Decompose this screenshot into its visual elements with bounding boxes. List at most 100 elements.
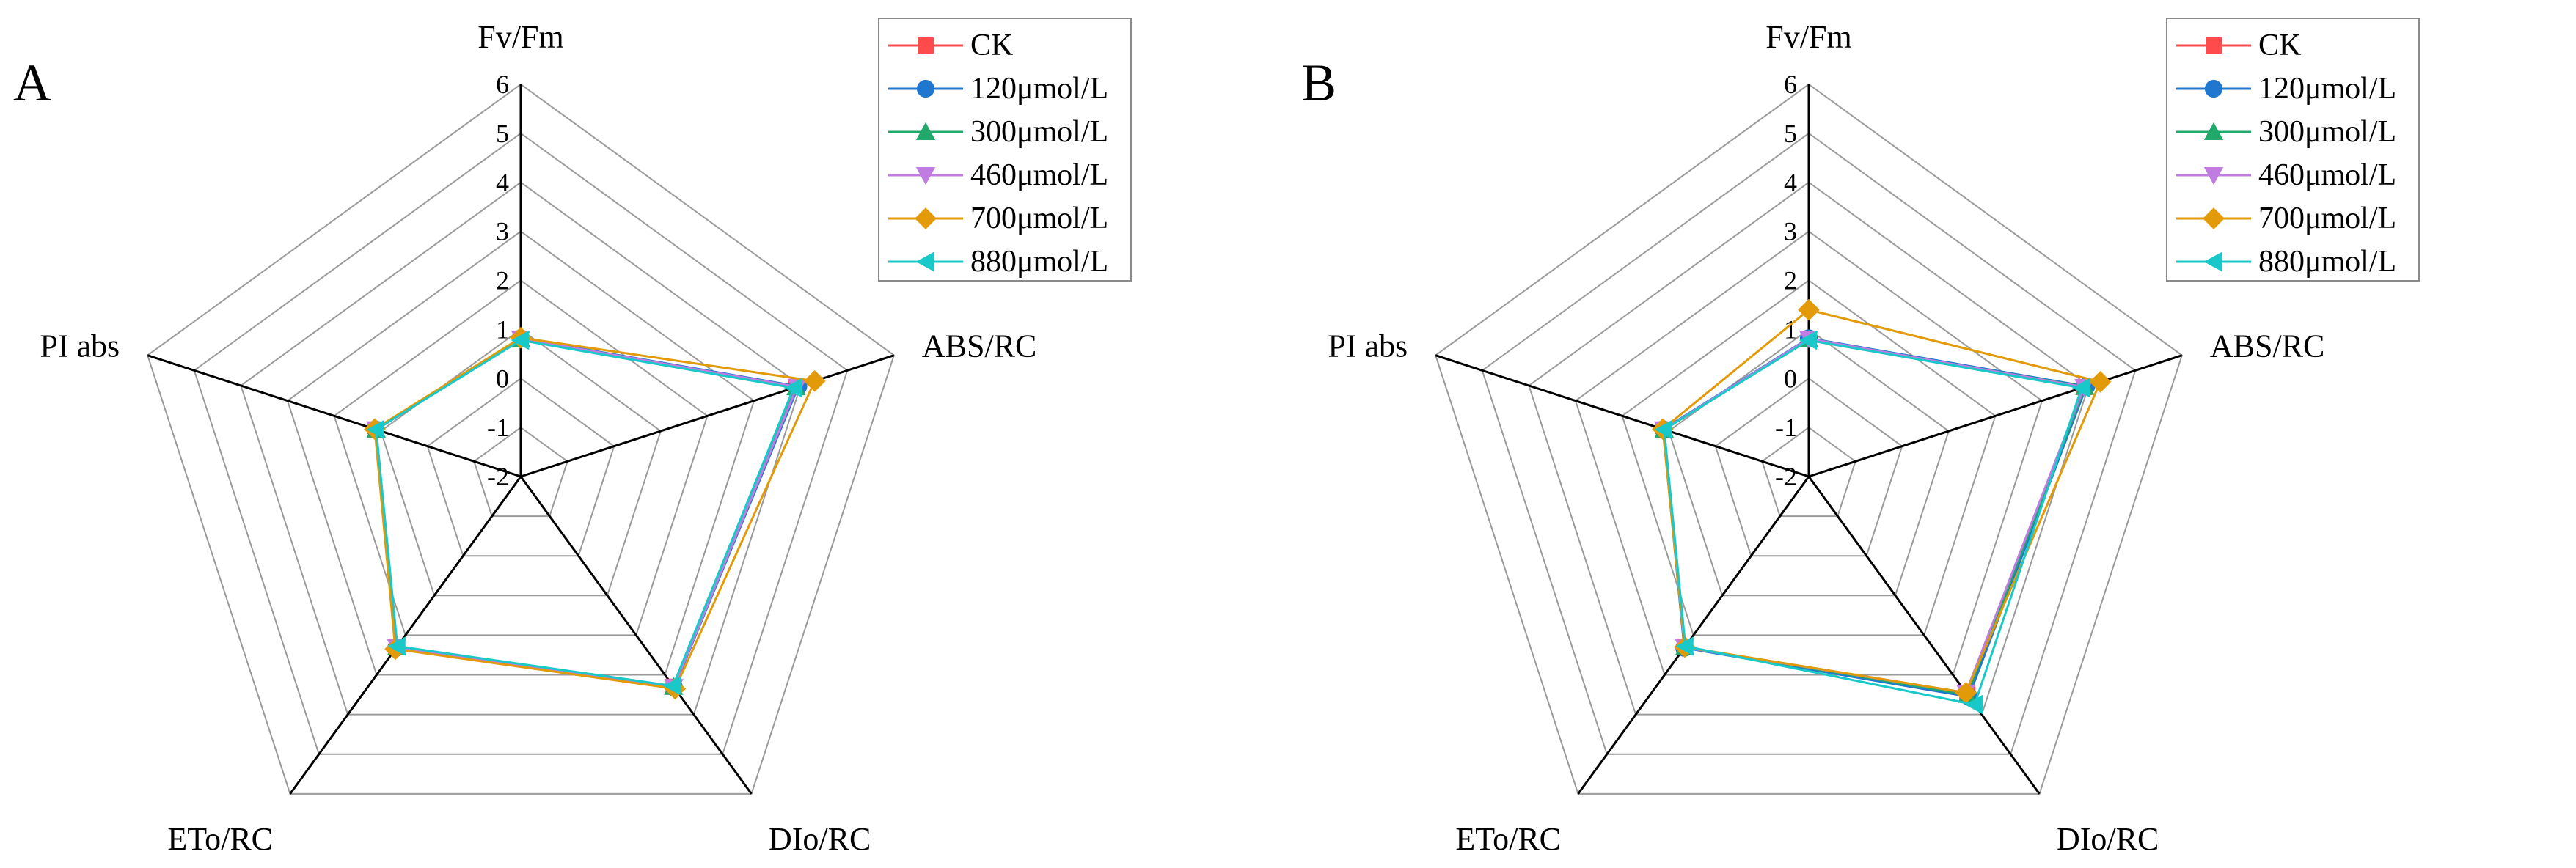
legend-item: 120μmol/L xyxy=(2167,67,2418,110)
tick-label: 5 xyxy=(496,119,509,148)
data-point xyxy=(366,419,384,440)
grid-ring xyxy=(1714,378,1903,557)
legend-swatch xyxy=(2176,37,2251,54)
grid-ring xyxy=(1668,328,1950,597)
legend: CK 120μmol/L 300μmol/L 460μmol/L 700μmol/L 88… xyxy=(2166,18,2420,282)
legend-swatch xyxy=(2176,207,2251,229)
legend: CK 120μmol/L 300μmol/L 460μmol/L 700μmol/L 88… xyxy=(878,18,1132,282)
data-point xyxy=(1964,694,1983,715)
legend-label: 700μmol/L xyxy=(2258,201,2397,235)
axis-label: ETo/RC xyxy=(1455,821,1561,857)
legend-item: 300μmol/L xyxy=(2167,110,2418,153)
legend-label: CK xyxy=(970,28,1014,62)
series-line xyxy=(1663,339,2084,706)
legend-label: 460μmol/L xyxy=(970,158,1109,192)
legend-label: 120μmol/L xyxy=(970,71,1109,106)
legend-swatch xyxy=(888,251,963,271)
legend-item: 300μmol/L xyxy=(879,110,1130,153)
series-line xyxy=(373,336,816,691)
axis-label: ETo/RC xyxy=(167,821,273,857)
tick-label: 3 xyxy=(496,217,509,246)
data-point xyxy=(1955,682,1977,704)
legend-label: 880μmol/L xyxy=(2258,244,2397,279)
legend-label: 880μmol/L xyxy=(970,244,1109,279)
legend-item: 880μmol/L xyxy=(2167,240,2418,283)
tick-label: 2 xyxy=(496,266,509,295)
data-point xyxy=(783,378,802,398)
axis-spoke xyxy=(1435,354,1810,478)
legend-swatch xyxy=(2176,166,2251,185)
series-line xyxy=(1661,308,2102,694)
grid-ring xyxy=(240,181,802,716)
data-point xyxy=(1799,330,1817,350)
tick-label: 2 xyxy=(1784,266,1797,295)
axis-spoke xyxy=(289,476,522,795)
tick-label: 4 xyxy=(496,168,509,197)
series-line xyxy=(1663,338,2087,696)
legend-swatch xyxy=(2176,122,2251,140)
axis-spoke xyxy=(1577,476,1810,795)
tick-label: -1 xyxy=(1775,413,1797,442)
data-point xyxy=(663,676,681,696)
axis-spoke xyxy=(519,476,753,795)
grid-ring xyxy=(1435,83,2183,795)
axis-label: PI abs xyxy=(1328,328,1408,364)
legend-item: CK xyxy=(879,23,1130,67)
axis-spoke xyxy=(1808,354,2183,478)
legend-swatch xyxy=(2176,79,2251,98)
legend-swatch xyxy=(888,166,963,185)
tick-label: -2 xyxy=(487,462,509,491)
legend-label: 120μmol/L xyxy=(2258,71,2397,106)
grid-ring xyxy=(1761,426,1856,518)
tick-label: -2 xyxy=(1775,462,1797,491)
axis-spoke xyxy=(520,354,895,478)
legend-item: 880μmol/L xyxy=(879,240,1130,283)
tick-label: 3 xyxy=(1784,217,1797,246)
data-point xyxy=(1798,298,1820,321)
tick-label: 1 xyxy=(496,315,509,344)
legend-label: CK xyxy=(2258,28,2302,62)
series-line xyxy=(1663,338,2086,696)
data-point xyxy=(2071,378,2090,398)
tick-label: 0 xyxy=(1784,364,1797,393)
axis-label: DIo/RC xyxy=(769,821,871,857)
grid-ring xyxy=(147,83,895,795)
legend-item: 120μmol/L xyxy=(879,67,1130,110)
legend-swatch xyxy=(2176,251,2251,271)
legend-swatch xyxy=(888,122,963,140)
tick-label: 6 xyxy=(496,70,509,99)
axis-label: PI abs xyxy=(40,328,120,364)
data-point xyxy=(1654,419,1672,440)
data-point xyxy=(511,330,529,350)
tick-label: 5 xyxy=(1784,119,1797,148)
grid-ring xyxy=(1481,132,2137,755)
axis-label: ABS/RC xyxy=(922,328,1037,364)
series-line xyxy=(375,339,796,688)
data-point xyxy=(387,636,406,656)
grid-ring xyxy=(426,378,615,557)
legend-label: 300μmol/L xyxy=(970,114,1109,149)
axis-label: Fv/Fm xyxy=(477,19,563,55)
axis-label: ABS/RC xyxy=(2210,328,2325,364)
legend-item: CK xyxy=(2167,23,2418,67)
grid-ring xyxy=(1528,181,2090,716)
tick-label: 0 xyxy=(496,364,509,393)
axis-spoke xyxy=(147,354,522,478)
data-point xyxy=(1675,636,1694,656)
tick-label: -1 xyxy=(487,413,509,442)
legend-label: 300μmol/L xyxy=(2258,114,2397,149)
legend-label: 700μmol/L xyxy=(970,201,1109,235)
data-point xyxy=(803,369,826,392)
panel-label: A xyxy=(13,54,51,112)
grid-ring xyxy=(473,426,568,518)
grid-ring xyxy=(1621,279,1997,636)
tick-label: 6 xyxy=(1784,70,1797,99)
legend-swatch xyxy=(888,207,963,229)
grid-ring xyxy=(333,279,709,636)
legend-label: 460μmol/L xyxy=(2258,158,2397,192)
legend-swatch xyxy=(888,37,963,54)
legend-item: 700μmol/L xyxy=(2167,196,2418,240)
legend-swatch xyxy=(888,79,963,98)
